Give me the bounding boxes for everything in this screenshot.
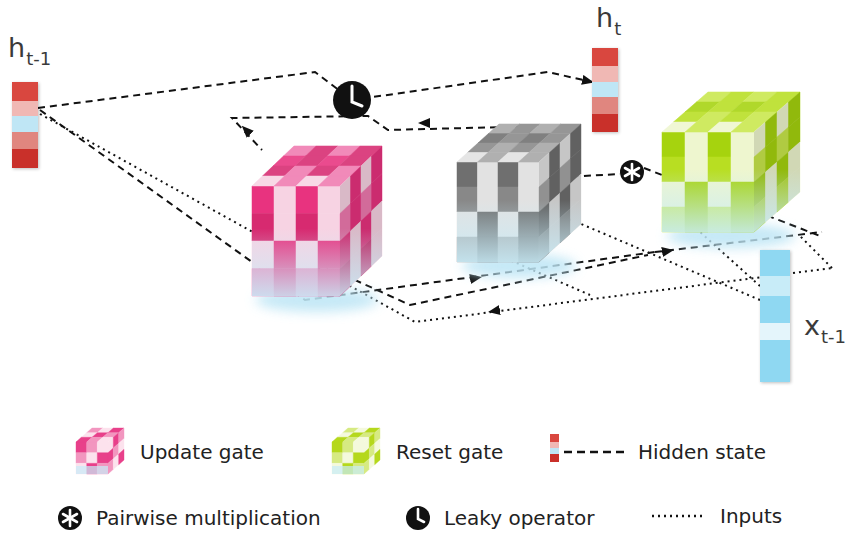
vector-subscript: t xyxy=(614,18,621,39)
legend-text: Hidden state xyxy=(638,440,766,464)
legend-item: Hidden state xyxy=(548,430,766,474)
arrow-head xyxy=(494,310,500,311)
reset-gate-cube xyxy=(662,92,800,248)
legend-item: Reset gate xyxy=(328,426,503,478)
legend-item: Leaky operator xyxy=(404,504,594,532)
state-vector: xt-1 xyxy=(760,250,790,382)
arrow-head xyxy=(470,278,476,279)
legend-sample xyxy=(404,504,432,532)
legend-text: Update gate xyxy=(140,440,264,464)
legend-text: Inputs xyxy=(720,504,782,528)
vector-label: ht xyxy=(596,4,621,31)
legend-swatch xyxy=(328,426,384,478)
state-vector: ht-1 xyxy=(12,82,38,168)
legend-swatch xyxy=(72,426,128,478)
hidden-state-connector xyxy=(38,72,592,108)
pairwise-multiplication xyxy=(620,160,644,184)
vector-label: xt-1 xyxy=(804,312,846,339)
legend-text: Pairwise multiplication xyxy=(96,506,321,530)
input-wire xyxy=(800,236,832,268)
legend-sample xyxy=(548,430,626,474)
arrow-head xyxy=(662,251,668,252)
vector-name: x xyxy=(804,310,820,341)
vector-name: h xyxy=(8,32,25,63)
vector-label: ht-1 xyxy=(8,34,51,61)
vector-subscript: t-1 xyxy=(26,48,51,69)
candidate-cube xyxy=(457,124,581,278)
state-vector: ht xyxy=(592,48,618,132)
legend-item: Pairwise multiplication xyxy=(56,504,321,532)
legend-item: Update gate xyxy=(72,426,264,478)
legend-text: Reset gate xyxy=(396,440,503,464)
arrow-head xyxy=(424,122,430,124)
legend-item: Inputs xyxy=(650,504,782,528)
arrow-head xyxy=(246,130,250,134)
legend-sample xyxy=(650,506,708,526)
hidden-wire xyxy=(40,110,655,300)
update-gate-cube xyxy=(252,146,382,312)
leaky-operator xyxy=(333,81,371,119)
legend-text: Leaky operator xyxy=(444,506,594,530)
vector-subscript: t-1 xyxy=(821,326,846,347)
legend-sample xyxy=(56,504,84,532)
vector-name: h xyxy=(596,2,613,33)
